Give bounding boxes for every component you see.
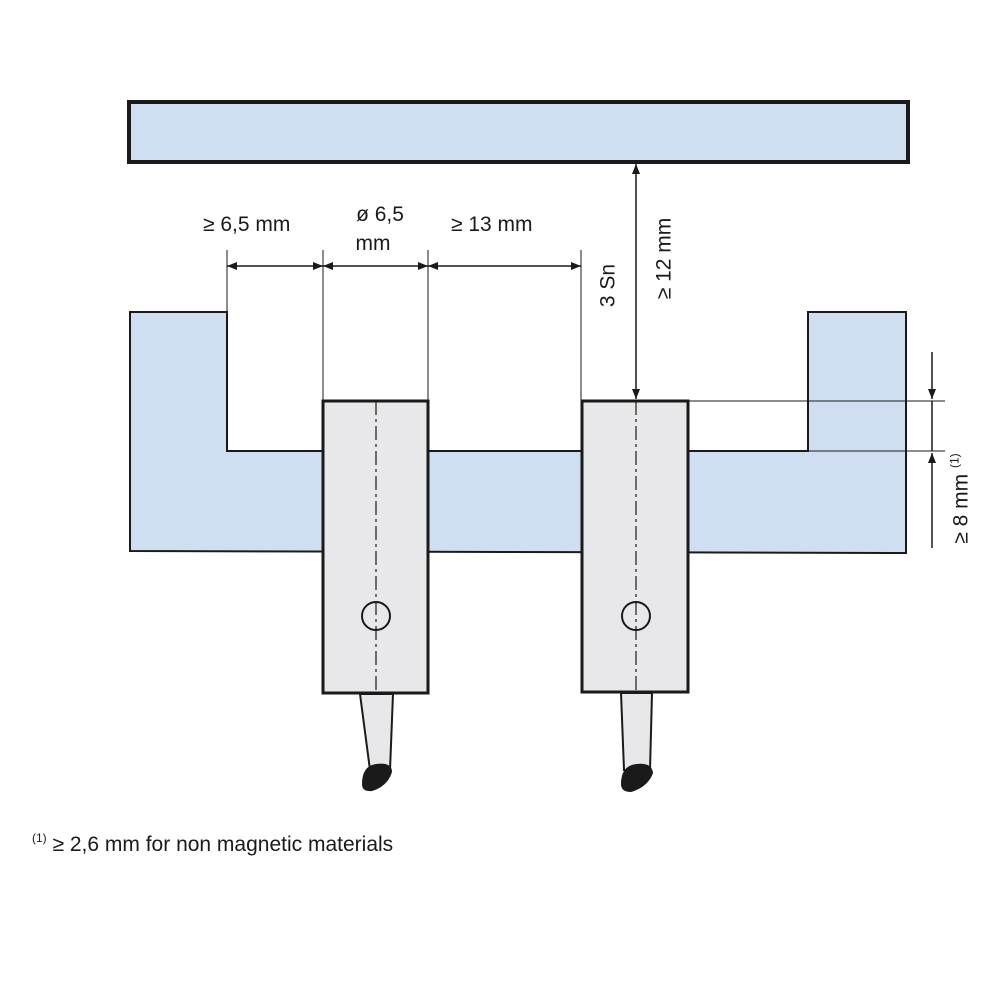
label-flush-depth-text: ≥ 8 mm (949, 473, 973, 544)
label-flush-depth: ≥ 8 mm (1) (947, 444, 973, 554)
label-gap-left: ≥ 6,5 mm (203, 213, 291, 236)
label-diameter-line1: ø 6,5 (356, 203, 404, 226)
target-plate (127, 100, 910, 164)
label-target-distance: ≥ 12 mm (652, 217, 676, 300)
metal-mounting-block (129, 311, 907, 555)
sensor-led-right (621, 601, 651, 631)
label-flush-depth-note: (1) (947, 453, 962, 468)
label-sensing-distance: 3 Sn (596, 263, 620, 308)
label-gap-between: ≥ 13 mm (451, 213, 533, 236)
footnote: (1) ≥ 2,6 mm for non magnetic materials (32, 832, 393, 855)
footnote-marker: (1) (32, 831, 47, 845)
sensor-led-left (361, 601, 391, 631)
sensor-cable-right (619, 692, 654, 771)
sensor-right (580, 399, 690, 792)
extension-lines (226, 250, 945, 452)
footnote-text: ≥ 2,6 mm for non magnetic materials (52, 833, 394, 856)
sensor-cable-left (358, 693, 395, 771)
label-diameter-line2: mm (355, 232, 391, 255)
sensor-left (321, 399, 430, 792)
